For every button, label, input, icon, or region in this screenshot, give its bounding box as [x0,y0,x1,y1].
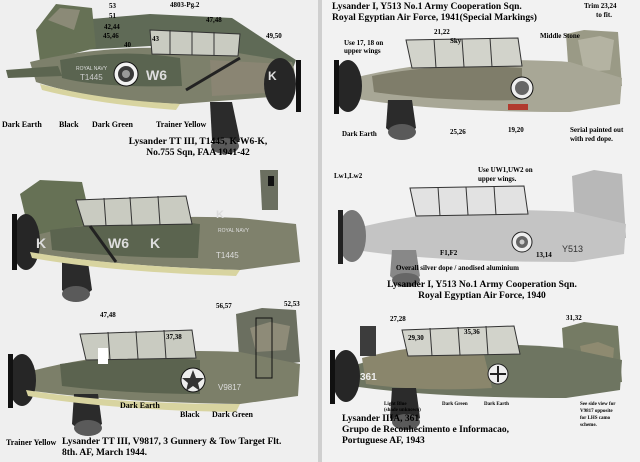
note-upper-wings-1: Use 17, 18 on [344,39,384,47]
note-serial-1: Serial painted out [570,126,624,134]
p1-code: W6 [146,67,167,83]
note-dark-earth-p6: Dark Earth [484,402,509,407]
note-sky: Sky [450,37,462,45]
callout-27-28: 27,28 [390,315,406,323]
callout-42-44: 42,44 [104,23,120,31]
p1-color-dark-green: Dark Green [92,120,133,129]
note-uw-1: Use UW1,UW2 on [478,166,533,174]
callout-49-50: 49,50 [266,32,282,40]
p5-serial: Y513 [562,244,583,254]
note-upper-wings-2: upper wings [344,47,381,55]
p2-k2: K [150,235,160,251]
note-light-blue-1: Light Blue [384,402,407,407]
p1-code2: K [268,69,277,83]
note-silver: Overall silver dope / anodised aluminium [396,264,519,272]
callout-37-38: 37,38 [166,333,182,341]
profile-3-aircraft: V9817 [8,308,300,436]
p4-caption: Lysander I, Y513 No.1 Army Cooperation S… [332,2,537,23]
p3-serial: V9817 [218,383,242,392]
p2-navy: ROYAL NAVY [218,228,250,234]
p6-caption: Lysander IIIA, 361 Grupo de Reconhecimen… [342,414,510,446]
callout-52-53: 52,53 [284,300,300,308]
left-page: T1445 ROYAL NAVY W6 K 4803-Pg.2 53 51 42… [0,0,318,462]
p3-color-dark-green: Dark Green [212,410,253,419]
right-page: Lysander I, Y513 No.1 Army Cooperation S… [322,0,640,462]
page-gutter [318,0,322,462]
note-see-side-1: See side view for [580,402,616,407]
callout-43: 43 [152,35,159,43]
p2-k3: K [216,209,224,221]
callout-trim-to-fit: to fit. [596,11,612,19]
note-see-side-3: for LHS camo [580,416,611,421]
p3-color-black: Black [180,410,200,419]
note-serial-2: with red dope. [570,135,613,143]
callout-f1-f2: F1,F2 [440,249,458,257]
callout-19-20: 19,20 [508,126,524,134]
p6-code: 361 [360,372,377,383]
note-light-blue-2: (shade unknown) [384,408,421,413]
p2-code: W6 [108,235,129,251]
profile-5-aircraft: Y513 [338,170,626,287]
p3-caption: Lysander TT III, V9817, 3 Gunnery & Tow … [62,437,282,458]
callout-31-32: 31,32 [566,314,582,322]
profile-2-aircraft: K W6 K K T1445 ROYAL NAVY [12,170,300,302]
callout-13-14: 13,14 [536,251,552,259]
p5-caption: Lysander I, Y513 No.1 Army Cooperation S… [387,280,577,301]
callout-51: 51 [109,12,116,20]
callout-p3-47-48: 47,48 [100,311,116,319]
callout-25-26: 25,26 [450,128,466,136]
callout-40: 40 [124,41,131,49]
p1-caption: Lysander TT III, T1445, K-W6-K, No.755 S… [128,137,268,158]
callout-45-46: 45,46 [103,32,119,40]
p1-navy: ROYAL NAVY [76,66,108,72]
callout-47-48: 47,48 [206,16,222,24]
note-uw-2: upper wings. [478,175,517,183]
callout-21-22: 21,22 [434,28,450,36]
p1-serial: T1445 [80,73,103,82]
note-see-side-2: V9817 opposite [580,409,613,414]
callout-35-36: 35,36 [464,328,480,336]
note-dark-earth: Dark Earth [342,130,377,138]
note-dark-green: Dark Green [442,402,468,407]
p1-color-dark-earth: Dark Earth [2,120,42,129]
note-see-side-4: scheme. [580,423,597,428]
callout-29-30: 29,30 [408,334,424,342]
note-middle-stone: Middle Stone [540,32,580,40]
profile-6-aircraft: 361 [330,322,622,430]
p2-k1: K [36,235,46,251]
p3-color-dark-earth: Dark Earth [120,401,160,410]
p2-serial: T1445 [216,251,239,260]
profile-4-aircraft [334,30,622,140]
p3-color-trainer-yellow: Trainer Yellow [6,438,57,447]
callout-53: 53 [109,2,116,10]
p1-color-trainer-yellow: Trainer Yellow [156,120,207,129]
callout-56-57: 56,57 [216,302,232,310]
p1-color-black: Black [59,120,79,129]
callout-lw1-lw2: Lw1,Lw2 [334,172,363,180]
callout-trim-23-24: Trim 23,24 [584,2,617,10]
page-reference: 4803-Pg.2 [170,1,200,9]
profile-1-aircraft: T1445 ROYAL NAVY W6 K [6,4,301,154]
